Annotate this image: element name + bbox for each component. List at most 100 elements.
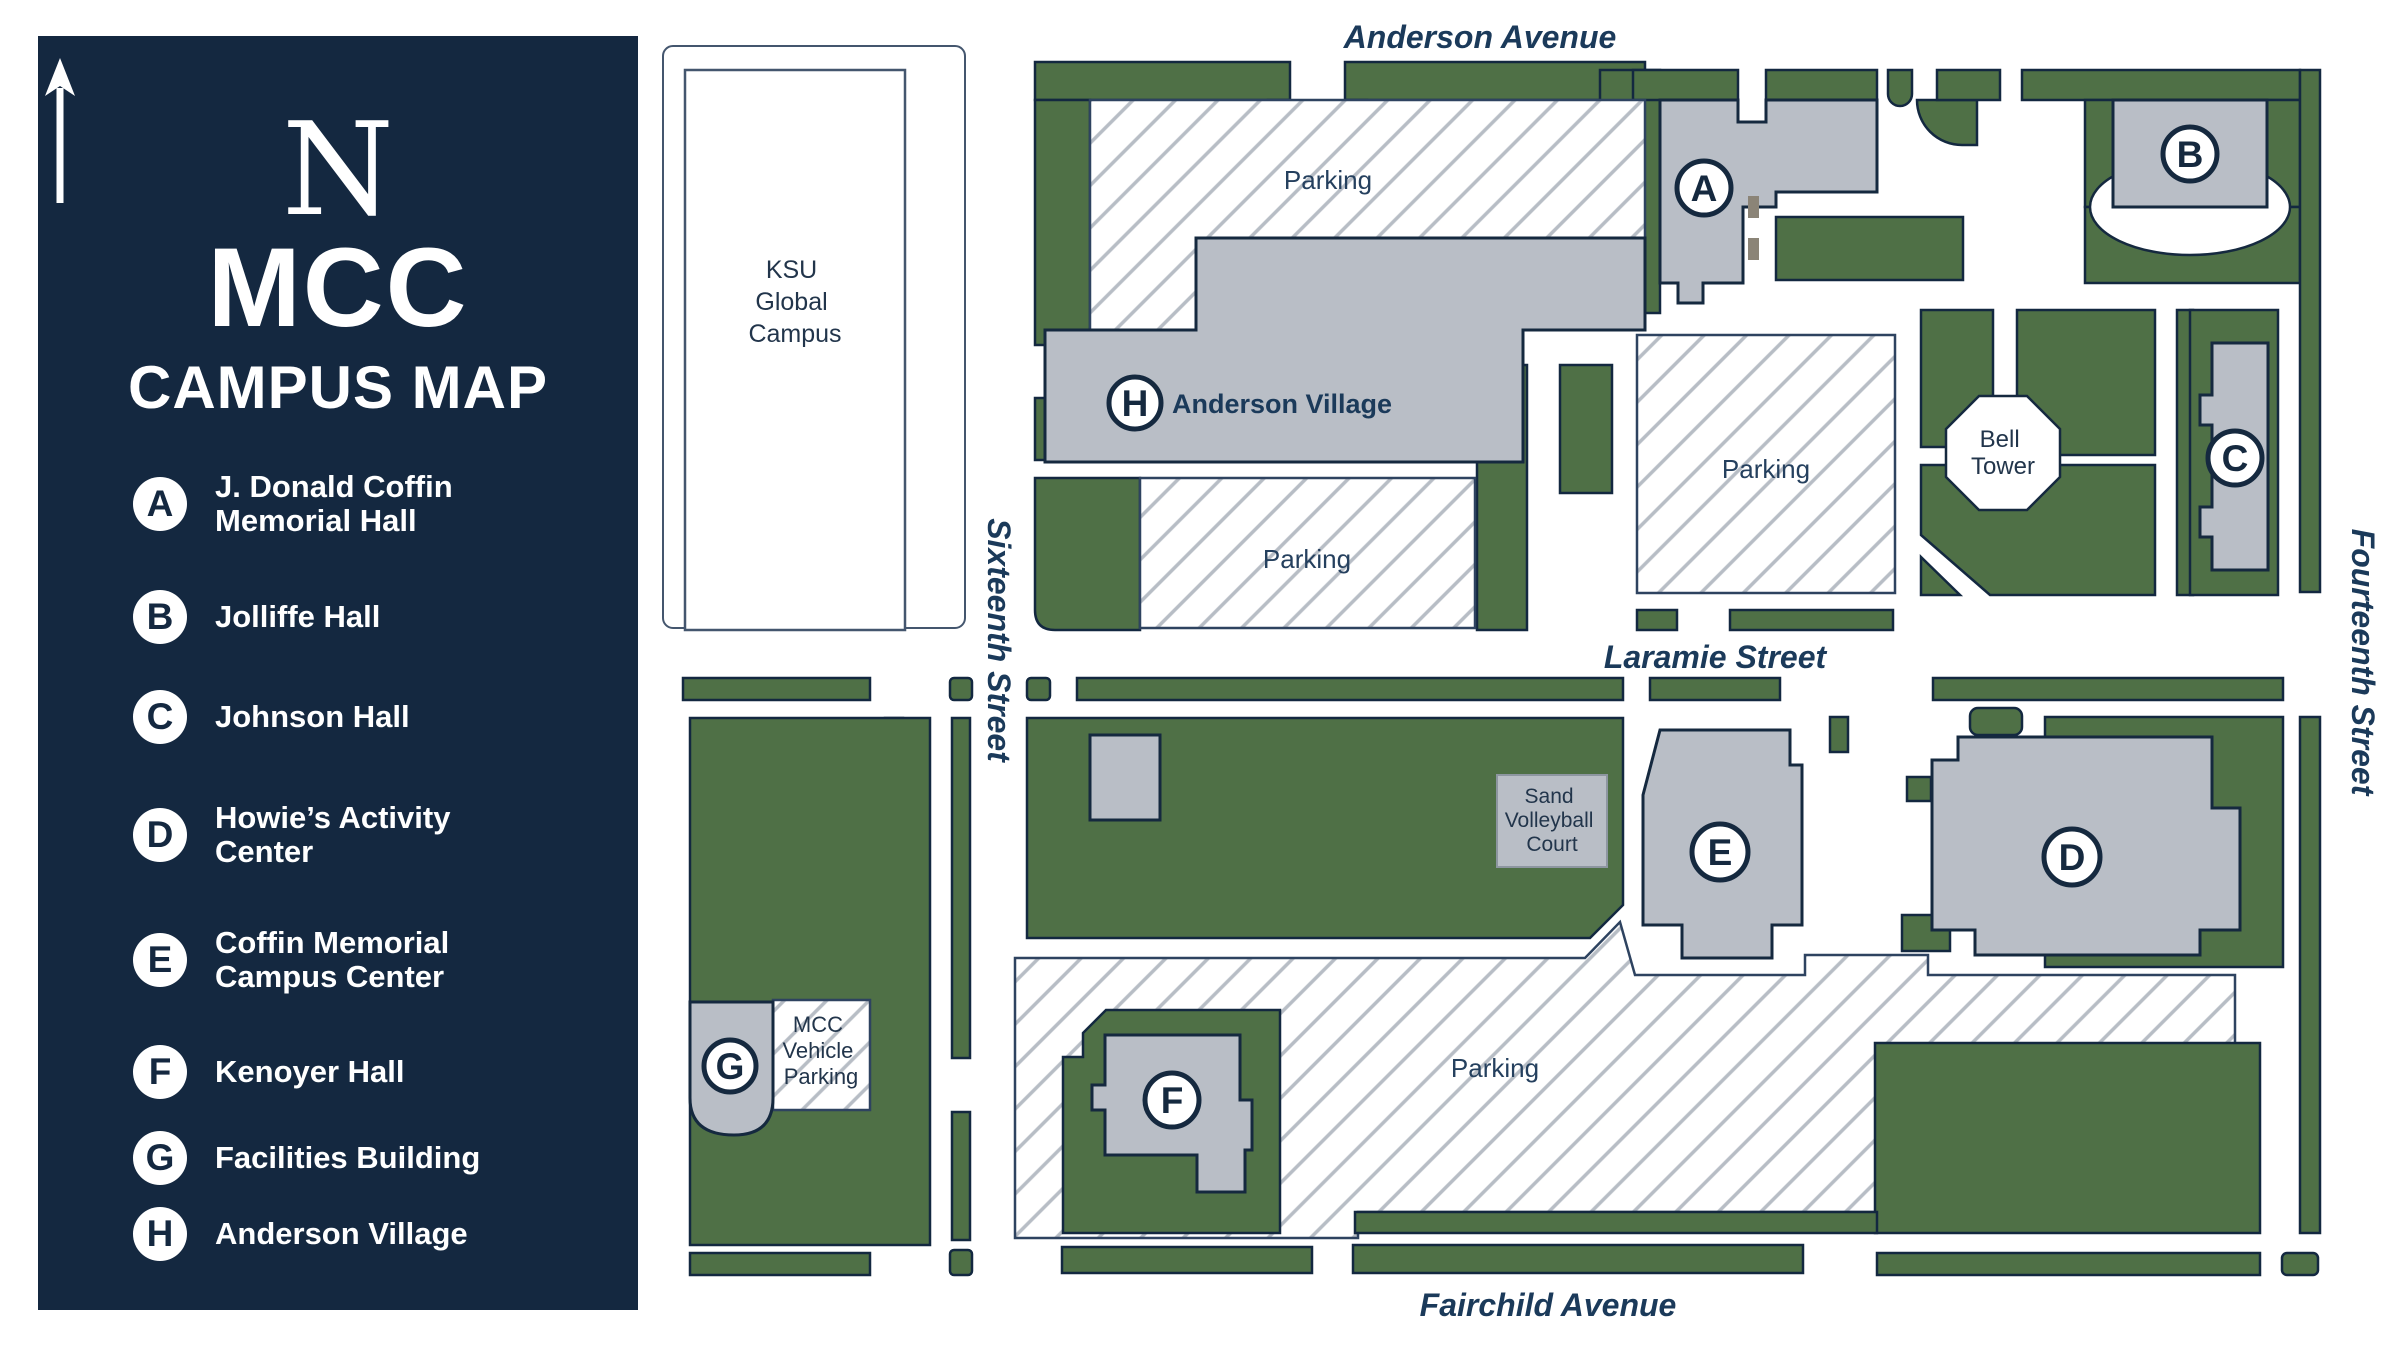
street-median xyxy=(950,1110,972,1242)
anderson-village-label: Anderson Village xyxy=(1172,389,1392,419)
map-subtitle: CAMPUS MAP xyxy=(127,354,548,421)
street-median xyxy=(1875,1251,2262,1277)
legend-marker-f: F xyxy=(133,1045,187,1099)
green-area xyxy=(1033,60,1292,102)
street-median xyxy=(950,716,972,1060)
building-marker-b: B xyxy=(2160,124,2220,184)
svg-text:A: A xyxy=(1691,168,1718,209)
green-area xyxy=(688,716,932,1247)
street-median xyxy=(2298,715,2322,1235)
green-area xyxy=(1886,68,1914,108)
green-area xyxy=(1764,68,1879,102)
green-area xyxy=(1631,68,1740,102)
building-marker-e: E xyxy=(1689,821,1751,883)
parking-lot-anderson-strip xyxy=(1138,476,1477,630)
service-square xyxy=(1748,238,1759,260)
legend-label: Anderson Village xyxy=(215,1216,468,1251)
legend-marker-c: C xyxy=(133,690,187,744)
building-h-anderson-village xyxy=(1043,236,1647,464)
legend-item-h: H Anderson Village xyxy=(133,1207,468,1261)
street-median xyxy=(1025,676,1052,702)
svg-text:B: B xyxy=(2177,134,2204,175)
legend-marker-g: G xyxy=(133,1131,187,1185)
fairchild-strips xyxy=(688,1243,2320,1277)
svg-text:F: F xyxy=(1161,1080,1184,1121)
street-median xyxy=(1075,676,1625,702)
green-area xyxy=(1919,554,1964,597)
legend-marker-a: A xyxy=(133,477,187,531)
street-label-fourteenth-street: Fourteenth Street xyxy=(2345,529,2381,797)
street-median xyxy=(948,676,974,702)
legend-marker-h: H xyxy=(133,1207,187,1261)
legend-item-c: C Johnson Hall xyxy=(133,690,410,744)
street-median xyxy=(681,676,872,702)
parking-label: Parking xyxy=(1451,1053,1539,1083)
legend-marker-b: B xyxy=(133,590,187,644)
green-area xyxy=(1935,68,2002,102)
street-median xyxy=(1648,676,1782,702)
legend-label: Jolliffe Hall xyxy=(215,599,381,634)
map-title: MCC xyxy=(207,225,469,350)
parking-lot-central xyxy=(1635,333,1897,595)
building-marker-d: D xyxy=(2041,826,2103,888)
green-area xyxy=(2020,68,2302,102)
parking-label: Parking xyxy=(1284,165,1372,195)
street-median xyxy=(688,1251,872,1277)
legend-item-b: B Jolliffe Hall xyxy=(133,590,380,644)
green-area xyxy=(1828,715,1850,754)
svg-text:E: E xyxy=(1708,832,1733,873)
svg-text:H: H xyxy=(1122,383,1149,424)
street-label-laramie-street: Laramie Street xyxy=(1604,639,1828,675)
legend-marker-e: E xyxy=(133,933,187,987)
green-area xyxy=(1025,716,1625,940)
street-label-anderson-avenue: Anderson Avenue xyxy=(1343,19,1617,55)
building-a-coffin-memorial-hall xyxy=(1658,98,1879,305)
sand-volleyball-court xyxy=(1496,774,1608,868)
compass-n: N xyxy=(282,95,394,245)
street-median xyxy=(1351,1243,1805,1275)
ksu-global-campus-building xyxy=(683,68,907,632)
legend-label: Kenoyer Hall xyxy=(215,1054,405,1089)
parking-label: Parking xyxy=(1263,544,1351,574)
street-median xyxy=(2298,68,2322,594)
green-area xyxy=(1905,775,1933,803)
legend-label: Facilities Building xyxy=(215,1140,481,1175)
street-median xyxy=(1728,608,1895,632)
bell-tower-label: Bell Tower xyxy=(1971,426,2035,480)
svg-text:G: G xyxy=(716,1046,745,1087)
bell-tower xyxy=(1944,394,2062,512)
street-median xyxy=(1060,1245,1314,1275)
north-compass: N xyxy=(38,58,638,245)
building-marker-f: F xyxy=(1142,1070,1202,1130)
street-median xyxy=(948,1248,974,1277)
street-median xyxy=(1931,676,2285,702)
building-marker-g: G xyxy=(701,1037,759,1095)
legend-marker-d: D xyxy=(133,808,187,862)
legend-label: Johnson Hall xyxy=(215,699,410,734)
mcc-vehicle-parking-label: MCC Vehicle Parking xyxy=(782,1012,859,1089)
building-marker-a: A xyxy=(1674,158,1734,218)
green-area xyxy=(1033,98,1092,347)
green-area xyxy=(1915,98,1979,147)
green-area xyxy=(1033,476,1142,632)
legend-item-f: F Kenoyer Hall xyxy=(133,1045,405,1099)
svg-text:D: D xyxy=(2059,837,2086,878)
building-marker-c: C xyxy=(2205,428,2265,488)
small-building xyxy=(1088,733,1162,822)
sand-volleyball-court-label: Sand Volleyball Court xyxy=(1505,785,1600,856)
street-label-sixteenth-street: Sixteenth Street xyxy=(981,518,1017,763)
north-arrow-icon xyxy=(45,58,75,203)
green-area xyxy=(1774,215,1965,282)
street-median xyxy=(2280,1251,2320,1277)
parking-label: Parking xyxy=(1722,454,1810,484)
legend-item-g: G Facilities Building xyxy=(133,1131,480,1185)
street-label-fairchild-avenue: Fairchild Avenue xyxy=(1420,1287,1677,1323)
